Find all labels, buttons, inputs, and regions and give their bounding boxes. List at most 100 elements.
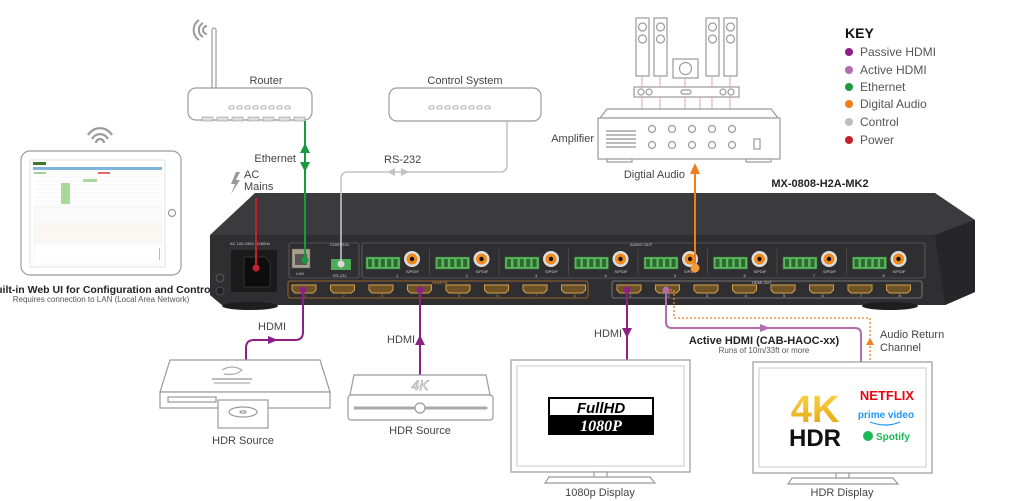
terminal-pin bbox=[456, 259, 461, 267]
hdmi-out-number: 6 bbox=[822, 293, 825, 298]
active-hdmi-cable bbox=[662, 286, 862, 362]
terminal-pin bbox=[652, 259, 657, 267]
hdmi-out-port-3[interactable]: 3 bbox=[693, 284, 719, 298]
hdmi-cable-source-1 bbox=[245, 286, 307, 360]
connection-dot bbox=[662, 286, 670, 294]
prime-video-logo: prime video bbox=[858, 410, 914, 421]
prime-smile-icon bbox=[869, 421, 901, 426]
hdmi-connector bbox=[522, 284, 548, 294]
terminal-pin bbox=[437, 259, 442, 267]
terminal-pin bbox=[880, 259, 885, 267]
hdmi-in-group bbox=[287, 280, 589, 299]
legend-item-digital-audio: Digital Audio bbox=[845, 97, 927, 111]
hdmi-in-port-8[interactable]: 8 bbox=[561, 284, 586, 298]
arrow-up-icon bbox=[690, 163, 700, 174]
hdmi-connector bbox=[330, 284, 355, 294]
hdmi-in-number: 1 bbox=[304, 293, 307, 298]
hdmi-out-port-7[interactable]: 7 bbox=[847, 284, 873, 298]
legend-dot bbox=[845, 100, 853, 108]
legend-dot bbox=[845, 136, 853, 144]
hdmi-label-3: HDMI bbox=[594, 328, 622, 340]
terminal-pin bbox=[519, 259, 524, 267]
terminal-pin bbox=[734, 259, 739, 267]
connection-dot bbox=[252, 264, 260, 272]
control-system bbox=[388, 87, 542, 122]
hdmi-out-number: 2 bbox=[668, 293, 671, 298]
spdif-label: S/PDIF bbox=[893, 269, 906, 274]
active-hdmi-label: Active HDMI (CAB-HAOC-xx) bbox=[689, 335, 840, 347]
hdmi-out-port-4[interactable]: 4 bbox=[732, 284, 757, 298]
hdmi-connector bbox=[770, 284, 796, 294]
router-body bbox=[187, 87, 313, 121]
amplifier-top bbox=[598, 108, 780, 119]
lightning-icon bbox=[231, 172, 240, 194]
router-leds bbox=[228, 105, 291, 110]
connection-dot bbox=[623, 286, 631, 294]
web-ui-tab-bar bbox=[33, 167, 162, 170]
arrow-right-icon bbox=[268, 336, 278, 344]
connection-dot bbox=[690, 263, 700, 273]
terminal-pin bbox=[589, 259, 594, 267]
hdmi-in-port-3[interactable]: 3 bbox=[368, 284, 394, 298]
terminal-pin bbox=[380, 259, 385, 267]
spdif-label: S/PDIF bbox=[684, 269, 697, 274]
hdmi-in-port-2[interactable]: 2 bbox=[330, 284, 355, 298]
display-neck bbox=[593, 471, 608, 478]
bluray-logo-icon bbox=[221, 366, 243, 376]
arrow-up-icon bbox=[300, 143, 310, 153]
audio-port-number: 1 bbox=[396, 273, 399, 278]
hdmi-cable-source-2 bbox=[415, 286, 425, 375]
legend: KEY Passive HDMI Active HDMI Ethernet Di… bbox=[845, 25, 936, 147]
hdmi-out-port-5[interactable]: 5 bbox=[770, 284, 796, 298]
power-inlet[interactable] bbox=[243, 256, 271, 288]
spdif-label: S/PDIF bbox=[476, 269, 489, 274]
speakers bbox=[633, 17, 740, 110]
hdmi-in-port-5[interactable]: 5 bbox=[445, 284, 471, 298]
amplifier-power-switch bbox=[753, 138, 761, 150]
terminal-pin bbox=[873, 259, 878, 267]
legend-dot bbox=[845, 83, 853, 91]
control-system-label: Control System bbox=[427, 75, 502, 87]
legend-label: Passive HDMI bbox=[860, 45, 936, 59]
spdif-pin bbox=[896, 256, 901, 262]
terminal-pin bbox=[867, 259, 872, 267]
hdmi-in-port-6[interactable]: 6 bbox=[484, 284, 509, 298]
legend-label: Digital Audio bbox=[860, 97, 927, 111]
spdif-label: S/PDIF bbox=[406, 269, 419, 274]
hdmi-in-number: 2 bbox=[343, 293, 346, 298]
terminal-pin bbox=[602, 259, 607, 267]
ethernet-cable bbox=[300, 121, 310, 264]
hdr-source-1-label: HDR Source bbox=[212, 435, 274, 447]
network-control-group bbox=[288, 242, 360, 279]
terminal-pin bbox=[443, 259, 448, 267]
hdmi-in-port-7[interactable]: 7 bbox=[522, 284, 548, 298]
lan-port-socket bbox=[295, 254, 307, 265]
hdmi-out-port-6[interactable]: 6 bbox=[809, 284, 834, 298]
audio-out-ports: S/PDIF1S/PDIF2S/PDIF3S/PDIF4S/PDIF5S/PDI… bbox=[365, 249, 907, 278]
hdmi-connector bbox=[693, 284, 719, 294]
control-system-body bbox=[388, 87, 542, 122]
spdif-label: S/PDIF bbox=[545, 269, 558, 274]
legend-title: KEY bbox=[845, 25, 874, 41]
control-system-leds bbox=[428, 105, 491, 110]
terminal-pin bbox=[665, 259, 670, 267]
hdmi-connector bbox=[886, 284, 911, 294]
display-1080p-label: 1080p Display bbox=[565, 487, 635, 499]
audio-out-group bbox=[361, 242, 926, 279]
terminal-pin bbox=[387, 259, 392, 267]
arrow-up-icon bbox=[866, 338, 874, 345]
netflix-logo: NETFLIX bbox=[860, 388, 914, 403]
hdmi-connector bbox=[732, 284, 757, 294]
terminal-pin bbox=[721, 259, 726, 267]
hdmi-in-number: 6 bbox=[497, 293, 500, 298]
hdr-text: HDR bbox=[789, 425, 841, 452]
legend-item-passive-hdmi: Passive HDMI bbox=[845, 45, 936, 59]
terminal-pin bbox=[854, 259, 859, 267]
hdmi-out-port-8[interactable]: 8 bbox=[886, 284, 911, 298]
amplifier-vent bbox=[606, 130, 636, 148]
bluray-top bbox=[159, 359, 331, 393]
bluray-tray bbox=[217, 399, 269, 429]
speaker-left-1 bbox=[635, 17, 650, 77]
display-neck bbox=[835, 472, 850, 479]
